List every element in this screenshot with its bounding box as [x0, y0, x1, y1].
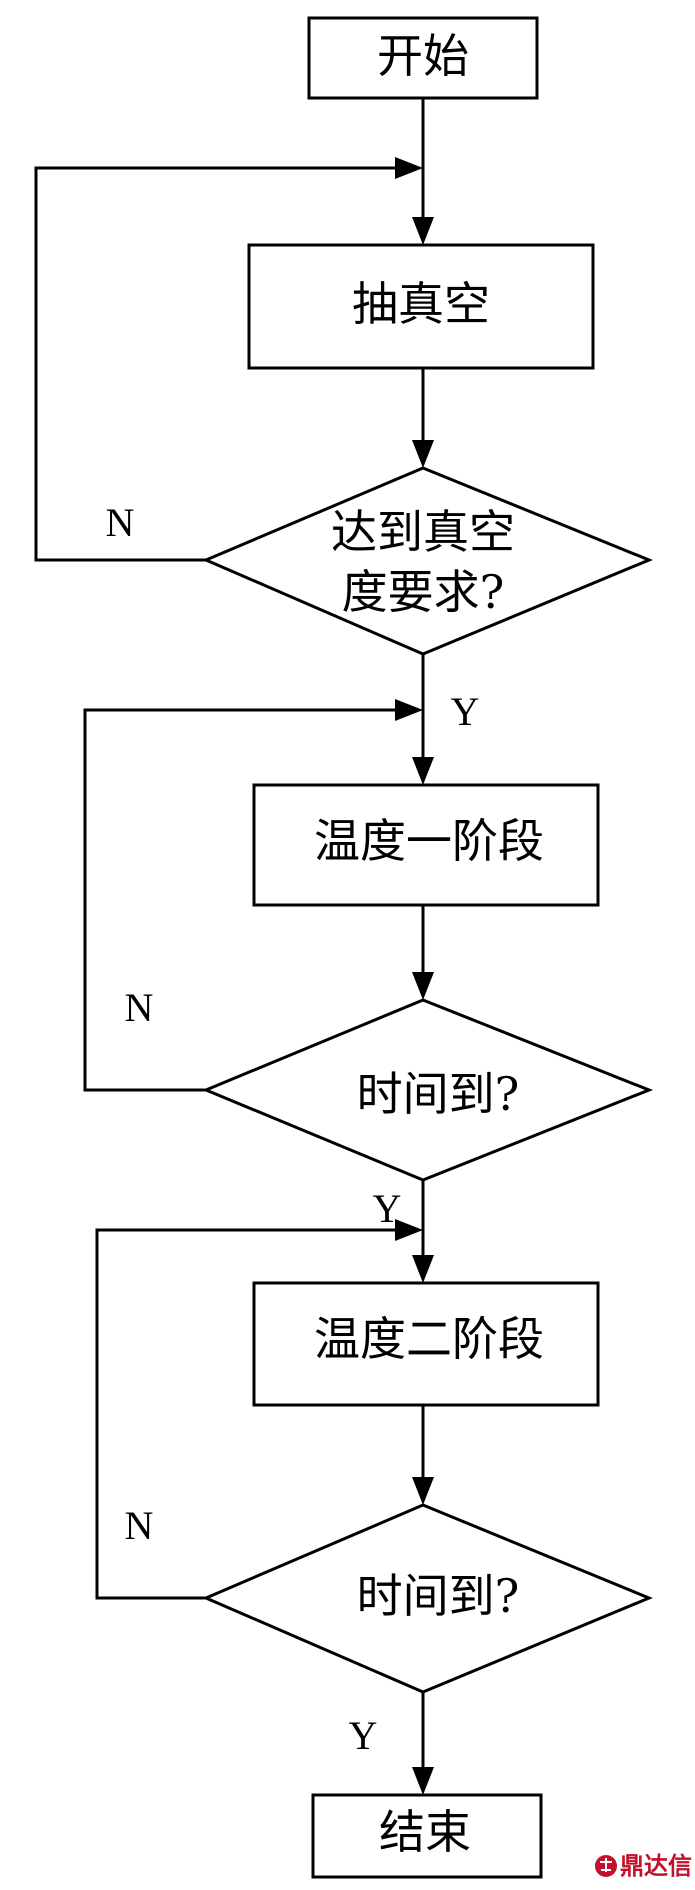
arrowhead	[412, 440, 434, 468]
watermark: 鼎达信	[595, 1852, 692, 1880]
time-check-2-label: 时间到?	[357, 1569, 520, 1623]
stage1-node-label: 温度一阶段	[314, 814, 544, 868]
start-node	[307, 16, 539, 100]
stage2-node	[252, 1281, 600, 1407]
branch-label-yes-2: Y	[373, 1186, 402, 1231]
arrowhead	[395, 157, 423, 179]
vacuum-check-label-line1: 达到真空	[331, 505, 515, 559]
edge-loop-no-2	[83, 708, 403, 1092]
branch-label-no-3: N	[125, 1503, 154, 1548]
arrowhead	[412, 217, 434, 245]
branch-label-no-2: N	[125, 985, 154, 1030]
time-check-2-decision	[202, 1503, 653, 1694]
vacuum-node-label: 抽真空	[352, 277, 490, 331]
arrowhead	[412, 1767, 434, 1795]
arrowhead	[412, 1255, 434, 1283]
vacuum-node	[247, 243, 595, 370]
branch-label-no-1: N	[106, 500, 135, 545]
arrowhead	[412, 972, 434, 1000]
arrowhead	[395, 699, 423, 721]
arrowhead	[412, 757, 434, 785]
branch-label-yes-3: Y	[349, 1713, 378, 1758]
time-check-1-decision	[202, 998, 654, 1182]
arrowhead	[412, 1477, 434, 1505]
vacuum-check-decision	[202, 466, 653, 656]
stage2-node-label: 温度二阶段	[314, 1312, 544, 1366]
time-check-1-label: 时间到?	[357, 1067, 520, 1121]
end-node	[311, 1793, 543, 1879]
stage1-node	[252, 783, 600, 907]
vacuum-check-label-line2: 度要求?	[342, 565, 505, 619]
edge-loop-no-1	[34, 166, 403, 562]
watermark-text: 鼎达信	[620, 1852, 692, 1880]
arrowhead	[395, 1219, 423, 1241]
branch-label-yes-1: Y	[451, 689, 480, 734]
end-node-label: 结束	[379, 1805, 471, 1859]
start-node-label: 开始	[377, 29, 469, 83]
edge-loop-no-3	[95, 1228, 403, 1600]
